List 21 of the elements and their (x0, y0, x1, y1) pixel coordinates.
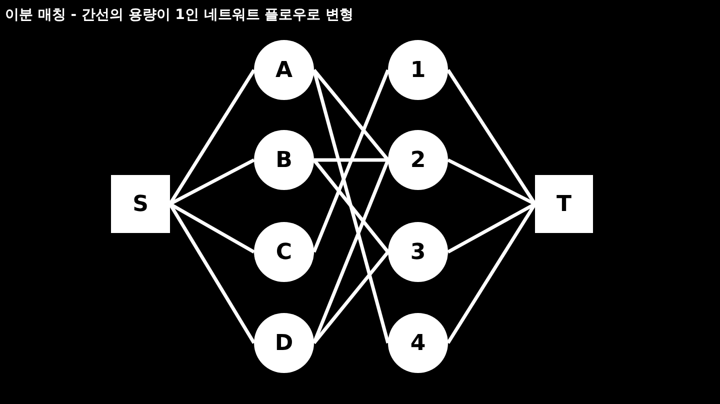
edge-line (312, 69, 390, 253)
edge-line (446, 203, 536, 344)
edge-line (446, 69, 536, 205)
node-circle: A (254, 40, 314, 100)
node-circle: B (254, 130, 314, 190)
node-box: S (111, 175, 170, 233)
node-circle: D (254, 313, 314, 373)
node-circle: 4 (388, 313, 448, 373)
edge-line (169, 202, 255, 254)
node-circle: 3 (388, 222, 448, 282)
edge-line (312, 158, 390, 254)
edge-line (447, 202, 536, 254)
node-circle: C (254, 222, 314, 282)
edge-line (312, 68, 390, 162)
edge-line (312, 250, 390, 344)
edge-line (169, 158, 255, 206)
title: 이분 매칭 - 간선의 용량이 1인 네트워트 플로우로 변형 (5, 6, 354, 24)
edge-line (314, 158, 388, 162)
node-circle: 2 (388, 130, 448, 190)
node-box: T (535, 175, 593, 233)
node-circle: 1 (388, 40, 448, 100)
